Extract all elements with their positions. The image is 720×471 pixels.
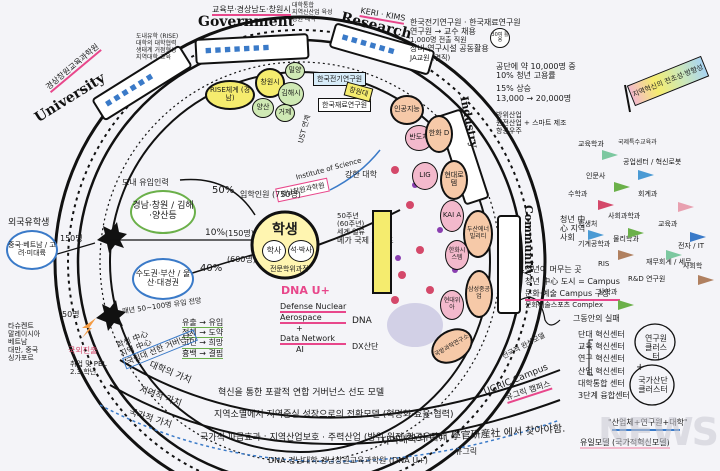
plane-label: 학생처 xyxy=(578,220,598,228)
plane-label: 국제특수교육과 xyxy=(618,139,657,146)
government-note: 교육부·경상남도·창원시 xyxy=(212,5,291,17)
government-bullets: 대학통합 지역신산업 육성 창원 대학 xyxy=(292,2,333,23)
bubble-industry-5: 현대로템 xyxy=(440,160,468,200)
bubble-industry-1: 인공지능 xyxy=(390,95,424,125)
ratio-40-label: (600명) xyxy=(227,255,256,264)
splat-left xyxy=(97,222,127,253)
planes-grid: 교육학과 국제특수교육과 공업센터 / 혁신로봇 인문사 수학과 회계과 학생처… xyxy=(568,139,718,310)
cluster-research: 연구원 클러스터 xyxy=(644,334,668,362)
bubble-miryang: 밀양 xyxy=(285,62,305,80)
transitions: 유출 → 유입 정체 → 도약 고민 → 희망 흉백 → 결핍 xyxy=(182,318,224,359)
center-ring-label: 전문학위과정 xyxy=(270,265,309,273)
metro-bubble: 수도권·부산 / 울산·대경권 xyxy=(132,258,194,300)
ratio-50: 50% xyxy=(212,185,235,196)
overseas-sub: 취업 및 PBL 2.3 학년 xyxy=(70,360,107,377)
paper-plane-icon xyxy=(588,230,604,240)
dna-brand: DNA U+ xyxy=(281,284,330,297)
paper-plane-icon xyxy=(690,232,706,242)
bubble-industry-8: 한화시스템 xyxy=(445,240,469,270)
vertical-sign xyxy=(372,210,392,294)
industry-quote: "산업체+연구원+대학" xyxy=(608,418,688,427)
plane-label: 공업센터 / 혁신로봇 xyxy=(623,158,682,166)
university-bullets: 도내유학 (RISE) 대학의 대학협력 생태계 거점형성 지역대학 교육 xyxy=(136,33,179,61)
cluster-plus: + xyxy=(636,362,645,373)
bubble-geoje: 거제 xyxy=(275,104,295,122)
research-badge: 30여 활용 xyxy=(490,28,510,48)
ratio-10: 10% xyxy=(205,228,226,238)
bubble-industry-9: 삼성중공업 xyxy=(465,270,493,318)
label-government: Government xyxy=(198,14,295,30)
bubble-industry-6: KAI A xyxy=(440,200,464,232)
foreign-title: 외국유학생 xyxy=(8,218,50,228)
plane-label: 교육과 xyxy=(658,220,678,228)
plane-label: 전자 / IT xyxy=(678,242,705,250)
watermark: NEWSIS xyxy=(598,410,720,454)
plane-label: 사회학 xyxy=(683,262,703,270)
unique-model: 유일모델 (국가적혁신모델) xyxy=(580,438,670,450)
plane-label: 수학과 xyxy=(568,190,588,198)
sign-kims: 한국재료연구원 xyxy=(318,98,372,112)
bubble-yangsan: 양산 xyxy=(252,98,274,118)
plane-label: 회계과 xyxy=(638,190,658,198)
plane-label: 인문사 xyxy=(586,172,606,180)
dx-sandan: DX산단 xyxy=(352,342,379,351)
community-side: 청년 中心 지역사회 xyxy=(560,215,586,243)
paper-plane-icon xyxy=(628,228,644,238)
foreign-bubble: 중국·베트남 / 고려·미대륙 xyxy=(6,230,58,270)
paper-plane-icon xyxy=(698,275,714,285)
outer-ring xyxy=(53,15,547,471)
community-bullets: 청년이 머무는 곳 청년 中心 도시 = Campus 문화·예술 Campus… xyxy=(525,265,620,309)
plane-label: 사회과학과 xyxy=(608,212,641,220)
arc-national-desc: 국가적 파급효과 : 지역산업보호 · 주력산업 (방위·원전·항공우주) xyxy=(200,433,443,443)
arc-regional-desc: 지역소멸에서 지역중심 성장으로의 전환모델 (혁명화·효율·협력) xyxy=(214,410,454,420)
overseas-count: 50명 xyxy=(62,310,80,319)
ratio-50-label: 입학인원 (750명) xyxy=(240,190,301,199)
center-sub-right: 석·박사 xyxy=(288,240,314,262)
paper-plane-icon xyxy=(602,150,618,160)
centers-root: 그동안의 실패 xyxy=(573,314,620,323)
domestic-title: 도내 유입인력 xyxy=(122,178,169,187)
plane-label: 기계공학과 xyxy=(578,240,611,248)
plane-label: 물리학과 xyxy=(613,235,639,243)
paper-plane-icon xyxy=(618,300,634,310)
bubble-industry-4: LIG xyxy=(412,162,438,190)
bubble-gimhae: 김해시 xyxy=(278,82,304,106)
research-center-3: 강한 대학 xyxy=(345,170,377,179)
bottom-ugric: 유그릭 xyxy=(455,447,478,456)
train-community xyxy=(497,215,521,314)
arc-university-desc: 혁신을 통한 포괄적 연합 거버넌스 선도 모델 xyxy=(218,388,385,398)
plane-label: RIS xyxy=(598,260,610,268)
center-label: 학생 xyxy=(272,222,298,238)
plane-label: 재무회계 / 세무 xyxy=(646,258,692,266)
industry-bullets: 공단에 약 10,000명 중 10% 청년 고용률 15% 상승 13,000… xyxy=(496,62,576,135)
plane-label: 상학과 xyxy=(598,288,618,296)
paper-plane-icon xyxy=(678,202,694,212)
dna-block: Defense Nuclear Aerospace + Data Network… xyxy=(280,302,347,354)
paper-plane-icon xyxy=(618,250,634,260)
overseas-label: 국외진출 xyxy=(68,346,98,355)
ratio-10-label: (150명) xyxy=(225,229,254,238)
research-milestones: 50주년 (60주년) 세계 일류 메가 국제 트렌드 xyxy=(337,212,394,246)
paper-plane-icon xyxy=(638,170,654,180)
bottom-caption: DNA 경남대학 경남창원교육과학원 (DNA U+) xyxy=(268,456,428,465)
domestic-bubble: 경남·창원 / 김해·양산등 xyxy=(130,190,196,234)
research-bullets: 한국전기연구원 · 한국재료연구원 연구원 → 교수 채용 1,000명 전출 … xyxy=(410,18,521,62)
cluster-national: 국가산단 클러스터 xyxy=(638,376,668,395)
ratio-40: 40% xyxy=(200,263,223,274)
bubble-rise: RISE체계 (경남) xyxy=(205,80,255,110)
paper-plane-icon xyxy=(598,200,614,210)
plane-label: 교육학과 xyxy=(578,140,604,148)
foreign-count: 150명 xyxy=(60,234,83,243)
dna-result: DNA xyxy=(352,316,372,326)
centers-list: 단대 혁신센터 교육 혁신센터 연구 혁신센터 산업 혁신센터 대학통합 센터 … xyxy=(578,330,630,400)
paper-plane-icon xyxy=(614,182,630,192)
paper-plane-icon xyxy=(666,250,682,260)
center-sub-left: 학사 xyxy=(262,240,286,262)
rail-ties xyxy=(67,29,533,471)
plane-label: R&D 연구원 xyxy=(628,275,666,283)
bubble-industry-10: 현대위아 xyxy=(440,290,464,320)
overseas-countries: 타슈켄트 말레이시아 베트남 대만, 중국 싱가포르 xyxy=(8,322,41,363)
bubble-industry-3: 한화 D xyxy=(425,115,453,153)
